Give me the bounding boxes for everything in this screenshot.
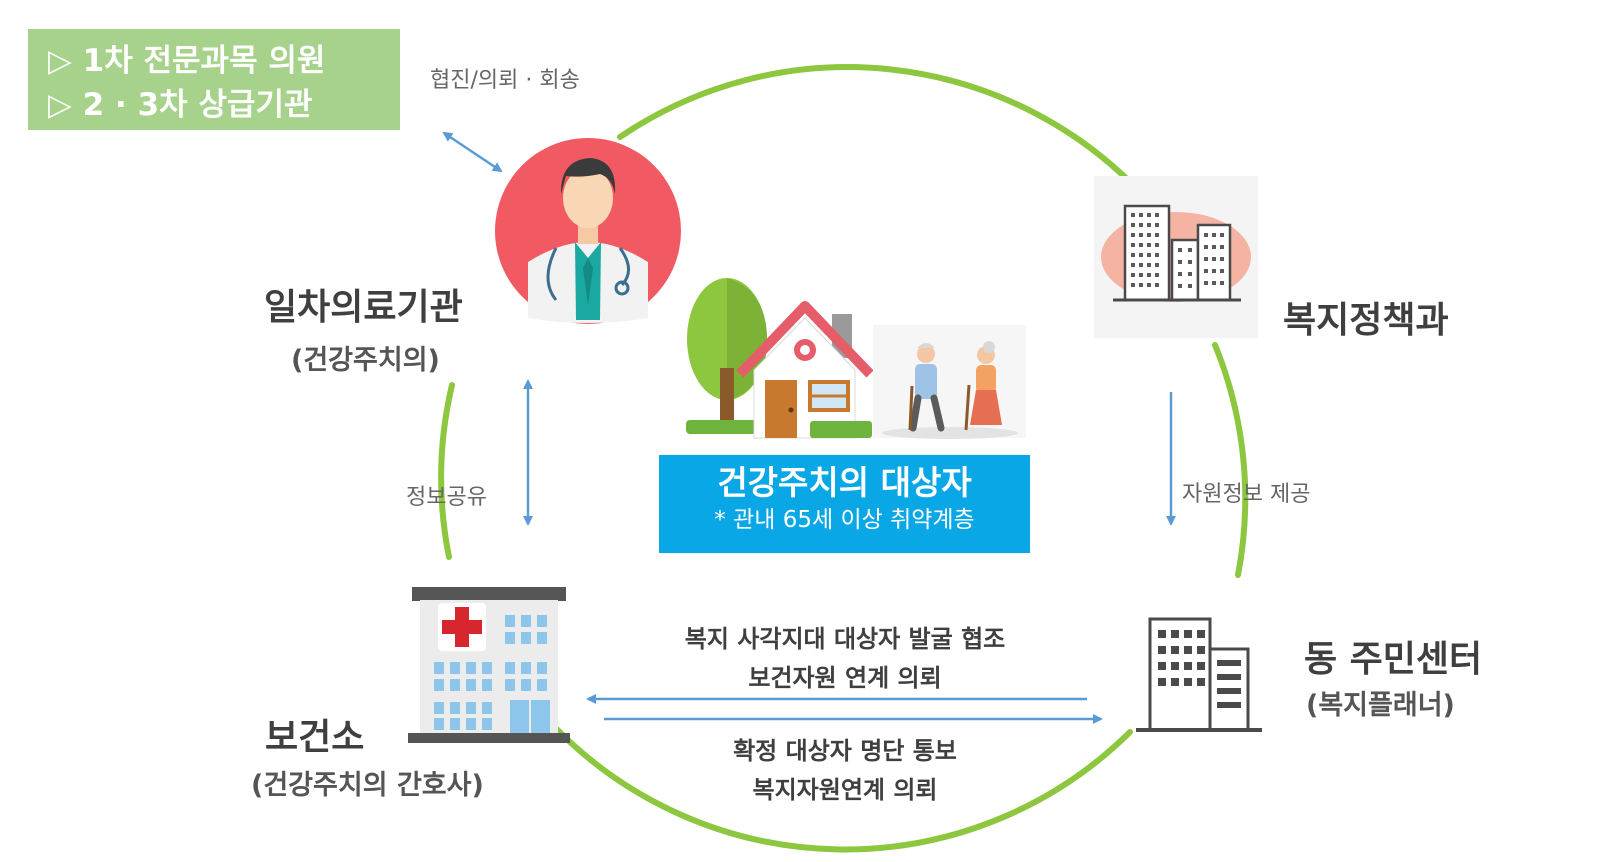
target-box: 건강주치의 대상자 * 관내 65세 이상 취약계층 [659, 455, 1030, 553]
label-resource-info: 자원정보 제공 [1182, 482, 1311, 507]
community-center-subtitle: (복지플래너) [1306, 690, 1455, 721]
referral-destinations-box: ▷ 1차 전문과목 의원 ▷ 2 · 3차 상급기관 [28, 29, 400, 130]
arrow-referral [442, 131, 503, 173]
message-to-health-center-line-2: 보건자원 연계 의뢰 [748, 664, 942, 692]
message-to-community-center-line-2: 복지자원연계 의뢰 [752, 776, 938, 804]
house-icon [736, 301, 874, 439]
message-to-community-center: 확정 대상자 명단 통보 복지자원연계 의뢰 [600, 731, 1090, 805]
health-center-title: 보건소 [265, 717, 365, 758]
hospital-icon [408, 587, 570, 743]
target-title: 건강주치의 대상자 [717, 463, 972, 502]
message-to-health-center: 복지 사각지대 대상자 발굴 협조 보건자원 연계 의뢰 [600, 619, 1090, 693]
primary-care-subtitle: (건강주치의) [291, 345, 440, 376]
city-buildings-icon [1094, 176, 1258, 338]
label-info-share: 정보공유 [406, 485, 487, 510]
health-center-subtitle: (건강주치의 간호사) [251, 770, 484, 801]
referral-line-1: ▷ 1차 전문과목 의원 [48, 43, 326, 79]
cycle-arc-top [617, 64, 1143, 195]
message-to-health-center-line-1: 복지 사각지대 대상자 발굴 협조 [684, 625, 1006, 653]
office-building-icon [1136, 617, 1262, 732]
elderly-couple-icon [873, 325, 1026, 439]
doctor-icon [495, 138, 681, 324]
target-subtitle: * 관내 65세 이상 취약계층 [714, 507, 975, 533]
cycle-arc-right [1212, 342, 1249, 578]
referral-line-2: ▷ 2 · 3차 상급기관 [48, 87, 313, 123]
community-center-title: 동 주민센터 [1304, 639, 1483, 680]
primary-care-title: 일차의료기관 [264, 287, 463, 328]
message-to-community-center-line-1: 확정 대상자 명단 통보 [733, 737, 957, 765]
label-referral: 협진/의뢰 · 회송 [430, 68, 580, 93]
cycle-arc-left [438, 382, 455, 560]
welfare-policy-title: 복지정책과 [1283, 300, 1449, 341]
cycle-ring [438, 64, 1249, 853]
cycle-arc-bottom [545, 717, 1133, 853]
